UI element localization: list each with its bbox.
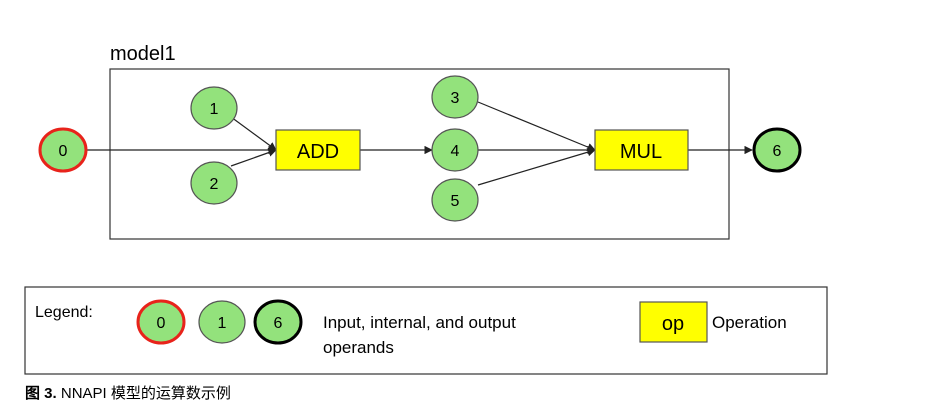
operation-add: ADD bbox=[275, 129, 361, 171]
figure-label: 图 3. bbox=[25, 385, 57, 402]
legend-internal-operand-label: 1 bbox=[218, 315, 227, 332]
figure-caption: 图 3. NNAPI 模型的运算数示例 bbox=[25, 385, 231, 403]
operand-4-label: 4 bbox=[451, 143, 460, 160]
legend-operands-text-line2: operands bbox=[323, 338, 394, 357]
model-title: model1 bbox=[110, 43, 176, 65]
legend-op-sample-box bbox=[639, 301, 708, 343]
edges bbox=[86, 101, 753, 186]
operation-add-label: ADD bbox=[297, 141, 339, 163]
operand-3: 3 bbox=[431, 75, 479, 119]
legend-box bbox=[24, 286, 828, 375]
operand-1: 1 bbox=[190, 86, 238, 130]
operation-mul-label: MUL bbox=[620, 141, 662, 163]
figure-caption-text: NNAPI 模型的运算数示例 bbox=[60, 385, 231, 402]
edge-3-mul bbox=[477, 101, 596, 152]
legend-input-operand-label: 0 bbox=[157, 315, 166, 332]
operand-3-shape bbox=[431, 75, 479, 119]
operand-6-label: 6 bbox=[773, 143, 782, 160]
operand-0-shape bbox=[38, 127, 88, 173]
operation-add-box bbox=[275, 129, 361, 171]
operand-3-label: 3 bbox=[451, 90, 460, 107]
operand-5-label: 5 bbox=[451, 193, 460, 210]
edge-2-add bbox=[230, 148, 277, 167]
operand-1-shape bbox=[190, 86, 238, 130]
model-box bbox=[109, 68, 730, 240]
edge-5-mul bbox=[477, 148, 596, 186]
operand-0: 0 bbox=[38, 127, 88, 173]
legend-output-operand-shape bbox=[253, 299, 303, 345]
operand-5-shape bbox=[431, 178, 479, 222]
operand-0-label: 0 bbox=[59, 143, 68, 160]
legend-output-operand-label: 6 bbox=[274, 315, 283, 332]
legend-label: Legend: bbox=[35, 304, 93, 321]
legend: Legend: 0 1 6 Input, internal, and outpu… bbox=[24, 286, 828, 375]
operand-5: 5 bbox=[431, 178, 479, 222]
nnapi-diagram: model1 0 1 2 ADD 3 4 5 bbox=[24, 43, 828, 375]
operand-1-label: 1 bbox=[210, 101, 219, 118]
legend-operands-text-line1: Input, internal, and output bbox=[323, 313, 516, 332]
operation-mul: MUL bbox=[594, 129, 689, 171]
legend-op-text: Operation bbox=[712, 313, 787, 332]
legend-op-sample-label: op bbox=[662, 313, 684, 335]
operation-mul-box bbox=[594, 129, 689, 171]
operand-2: 2 bbox=[190, 161, 238, 205]
legend-internal-operand-shape bbox=[198, 300, 246, 344]
operand-4-shape bbox=[431, 128, 479, 172]
operand-6-shape bbox=[752, 127, 802, 173]
edge-1-add bbox=[230, 116, 277, 151]
operand-6: 6 bbox=[752, 127, 802, 173]
operand-4: 4 bbox=[431, 128, 479, 172]
operand-2-shape bbox=[190, 161, 238, 205]
legend-input-operand-shape bbox=[136, 299, 186, 345]
operand-2-label: 2 bbox=[210, 176, 219, 193]
